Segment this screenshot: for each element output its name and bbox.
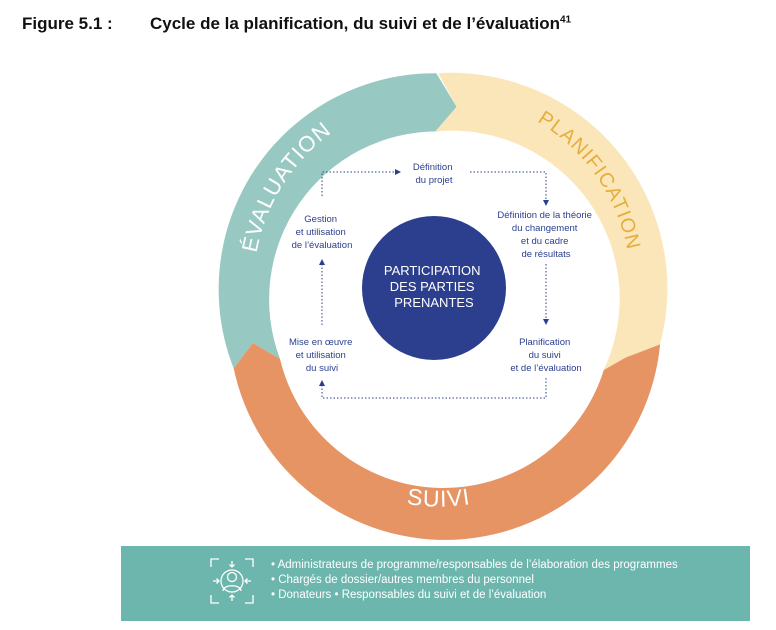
suivi-segment xyxy=(233,343,661,540)
step-theorie-changement: Définition de la théorie du changement e… xyxy=(497,210,594,260)
suivi-label: SUIVI xyxy=(406,483,472,512)
arrow-gestion-to-definition xyxy=(321,169,401,196)
figure-footnote: 41 xyxy=(560,14,572,26)
evaluation-segment xyxy=(218,73,457,369)
list-item: Donateurs • Responsables du suivi et de … xyxy=(271,588,678,603)
stakeholders-list: Administrateurs de programme/responsable… xyxy=(271,558,678,603)
cycle-diagram: ÉVALUATION PLANIFICATION SUIVI PARTICIPA… xyxy=(218,72,668,540)
people-target-icon xyxy=(210,558,254,604)
step-definition-projet: Définition du projet xyxy=(413,162,455,186)
figure-title: Figure 5.1 : Cycle de la planification, d… xyxy=(22,14,571,34)
center-circle xyxy=(362,216,506,360)
figure-title-text: Cycle de la planification, du suivi et d… xyxy=(150,14,560,33)
figure-number: Figure 5.1 : xyxy=(22,14,113,33)
list-item: Chargés de dossier/autres membres du per… xyxy=(271,573,678,588)
step-mise-en-oeuvre: Mise en œuvre et utilisation du suivi xyxy=(289,337,355,374)
arrow-planification-to-miseenoeuvre xyxy=(319,378,547,399)
stakeholders-box: Administrateurs de programme/responsable… xyxy=(121,546,750,621)
step-planification-suivi: Planification du suivi et de l’évaluatio… xyxy=(510,337,581,374)
step-gestion-utilisation: Gestion et utilisation de l’évaluation xyxy=(292,214,353,251)
list-item: Administrateurs de programme/responsable… xyxy=(271,558,678,573)
center-label: PARTICIPATION DES PARTIES PRENANTES xyxy=(384,263,484,310)
flow-arrows xyxy=(319,169,549,399)
arrow-definition-to-theorie xyxy=(470,171,549,206)
planification-segment xyxy=(435,72,668,371)
